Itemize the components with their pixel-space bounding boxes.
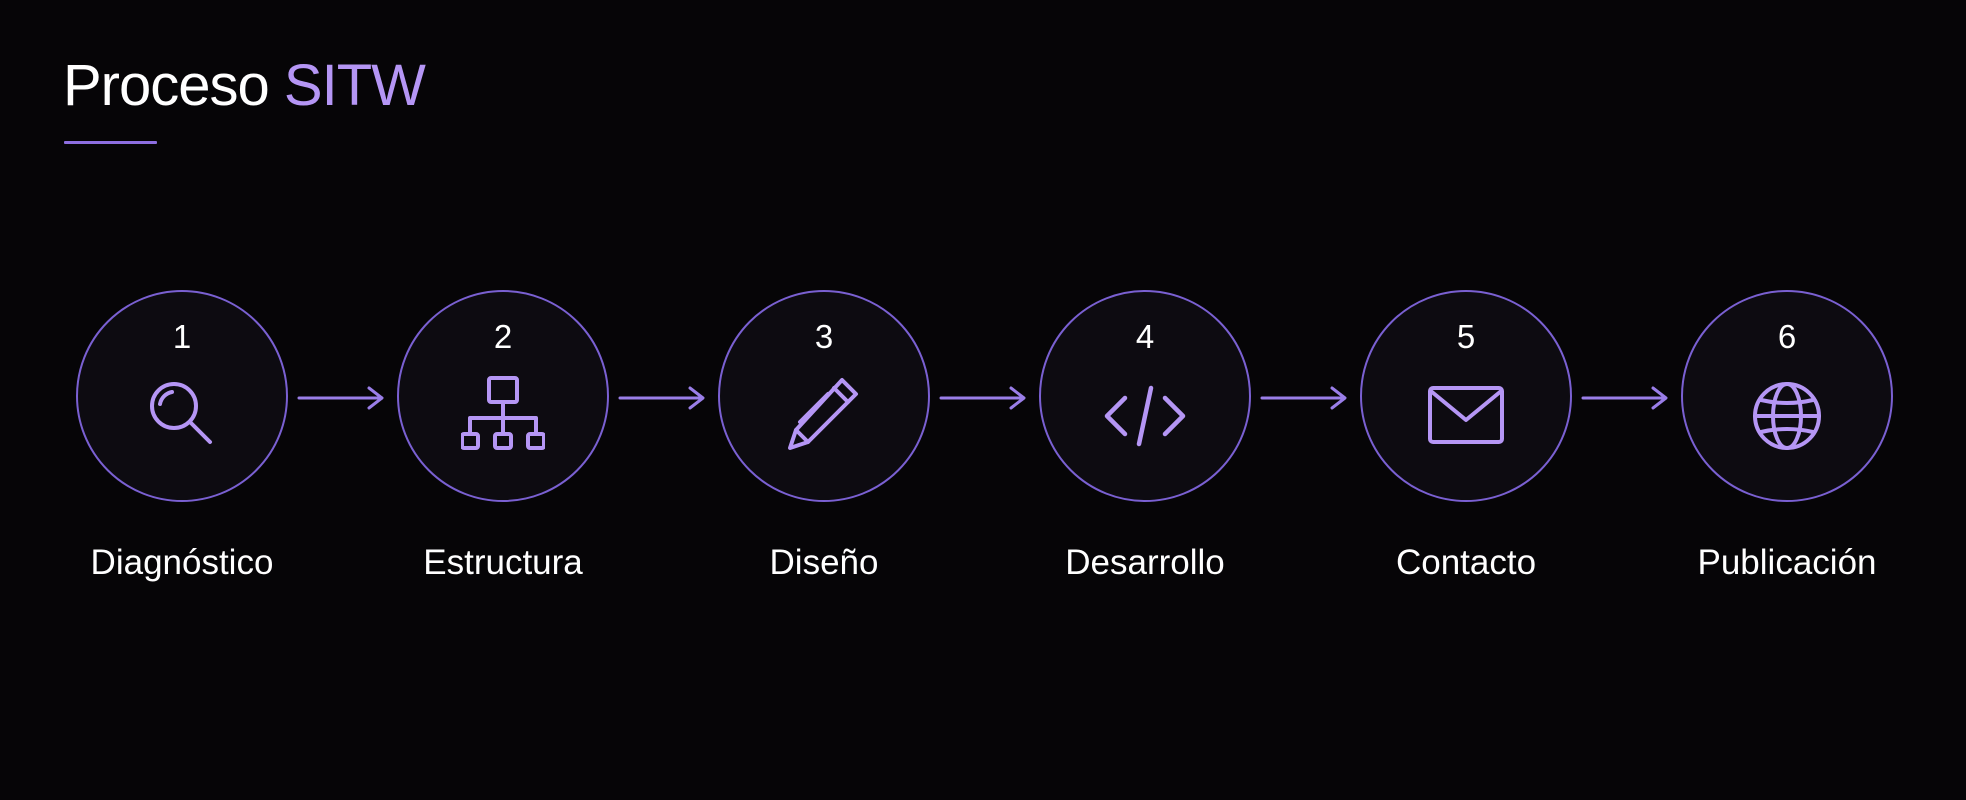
step-diagnostico: 1 Diagnóstico [76, 290, 288, 610]
step-circle [1681, 290, 1893, 502]
page-title: Proceso SITW [63, 52, 426, 120]
arrow-5-6 [1581, 382, 1671, 414]
step-label: Diagnóstico [90, 543, 274, 582]
step-label: Contacto [1395, 543, 1537, 582]
step-number: 5 [1456, 318, 1476, 355]
arrow-1-2 [297, 382, 387, 414]
step-circle [76, 290, 288, 502]
arrow-3-4 [939, 382, 1029, 414]
step-contacto: 5 Contacto [1360, 290, 1572, 610]
step-circle [397, 290, 609, 502]
step-publicacion: 6 Publicación [1681, 290, 1893, 610]
step-number: 4 [1135, 318, 1155, 355]
code-icon [1103, 374, 1187, 458]
step-number: 3 [814, 318, 834, 355]
sitemap-icon [461, 374, 545, 458]
title-underline [64, 141, 157, 144]
step-number: 6 [1777, 318, 1797, 355]
search-icon [140, 374, 224, 458]
step-label: Estructura [423, 543, 583, 582]
step-desarrollo: 4 Desarrollo [1039, 290, 1251, 610]
step-number: 2 [493, 318, 513, 355]
step-number: 1 [172, 318, 192, 355]
step-estructura: 2 Estructura [397, 290, 609, 610]
step-label: Publicación [1697, 543, 1877, 582]
title-accent: SITW [283, 53, 426, 118]
step-diseno: 3 Diseño [718, 290, 930, 610]
title-main: Proceso [63, 53, 270, 118]
step-label: Desarrollo [1065, 543, 1225, 582]
arrow-2-3 [618, 382, 708, 414]
step-circle [1360, 290, 1572, 502]
pencil-icon [782, 374, 866, 458]
globe-icon [1745, 374, 1829, 458]
step-label: Diseño [769, 543, 879, 582]
envelope-icon [1424, 374, 1508, 458]
arrow-4-5 [1260, 382, 1350, 414]
step-circle [1039, 290, 1251, 502]
